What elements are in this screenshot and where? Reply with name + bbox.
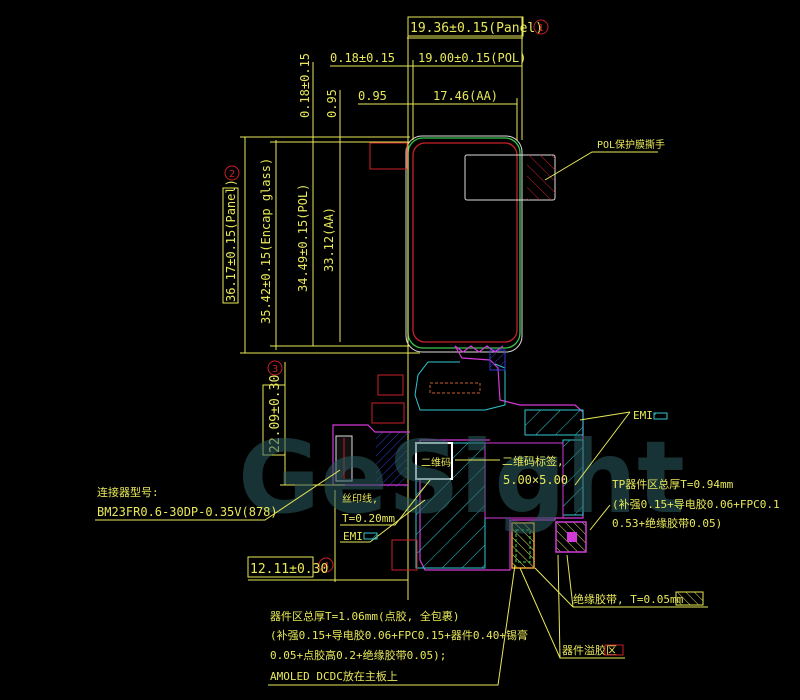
qr-label: 二维码标签, xyxy=(502,454,564,468)
tape-legend xyxy=(675,591,704,606)
dim-panel-width: 19.36±0.15(Panel) xyxy=(410,21,543,36)
dim-aa-gap-v: 0.95 xyxy=(325,89,339,118)
marker-2: 2 xyxy=(224,165,240,181)
svg-text:二维码: 二维码 xyxy=(421,456,451,469)
overflow-legend xyxy=(604,644,624,656)
dim-aa-height: 33.12(AA) xyxy=(322,207,336,272)
qr-code: 二维码 xyxy=(415,442,453,480)
note-line3: 0.05+点胶高0.2+绝缘胶带0.05); xyxy=(270,648,446,662)
svg-text:4: 4 xyxy=(323,561,329,572)
overflow-label: 器件溢胶区 xyxy=(562,643,617,657)
dim-panel-height: 36.17±0.15(Panel) xyxy=(224,179,238,302)
dim-aa-width: 17.46(AA) xyxy=(433,89,498,103)
silkscreen-thickness: T=0.20mm xyxy=(342,512,395,525)
tape-label: 绝缘胶带, T=0.05mm xyxy=(573,592,684,606)
marker-3: 3 xyxy=(267,360,283,376)
connector-model: BM23FR0.6-30DP-0.35V(878) xyxy=(97,505,278,519)
emi-legend-left xyxy=(363,532,378,540)
left-dimensions xyxy=(222,62,420,354)
top-dimensions xyxy=(330,16,524,600)
marker-4: 4 xyxy=(318,557,334,573)
pol-tab-label: POL保护膜撕手 xyxy=(597,138,665,151)
component-area xyxy=(511,521,587,569)
leader-lines xyxy=(95,411,708,686)
qr-size: 5.00×5.00 xyxy=(503,473,568,487)
tp-note-line1: TP器件区总厚T=0.94mm xyxy=(612,477,734,491)
pol-tab xyxy=(464,151,658,201)
connector xyxy=(335,435,353,482)
svg-text:3: 3 xyxy=(272,364,278,375)
svg-text:1: 1 xyxy=(538,23,544,34)
silkscreen-label: 丝印线, xyxy=(342,492,378,505)
connector-title: 连接器型号: xyxy=(97,485,159,499)
note-line1: 器件区总厚T=1.06mm(点胶, 全包裹) xyxy=(270,609,459,623)
fpc-dimensions xyxy=(247,362,408,582)
dim-pol-width: 19.00±0.15(POL) xyxy=(418,51,526,65)
dim-encap-height: 35.42±0.15(Encap glass) xyxy=(259,158,273,324)
dim-pol-gap: 0.18±0.15 xyxy=(330,51,395,65)
emi-legend-right xyxy=(653,412,668,420)
svg-text:2: 2 xyxy=(229,169,235,180)
emi-label-left: EMI xyxy=(343,530,363,543)
dim-fpc-length: 22.09±0.30 xyxy=(268,375,283,453)
note-line2: (补强0.15+导电胶0.06+FPC0.15+器件0.40+锡膏 xyxy=(270,628,528,642)
dim-pol-gap-v: 0.18±0.15 xyxy=(298,53,312,118)
dim-pol-height: 34.49±0.15(POL) xyxy=(296,184,310,292)
dim-aa-gap: 0.95 xyxy=(358,89,387,103)
tp-note-line3: 0.53+绝缘胶带0.05) xyxy=(612,516,722,530)
display-panel xyxy=(405,135,523,353)
note-line4: AMOLED DCDC放在主板上 xyxy=(270,669,398,683)
tp-note-line2: (补强0.15+导电胶0.06+FPC0.1 xyxy=(612,497,780,511)
marker-1: 1 xyxy=(533,19,549,35)
emi-label-right: EMI xyxy=(633,409,653,422)
dim-fpc-width: 12.11±0.30 xyxy=(250,562,328,577)
